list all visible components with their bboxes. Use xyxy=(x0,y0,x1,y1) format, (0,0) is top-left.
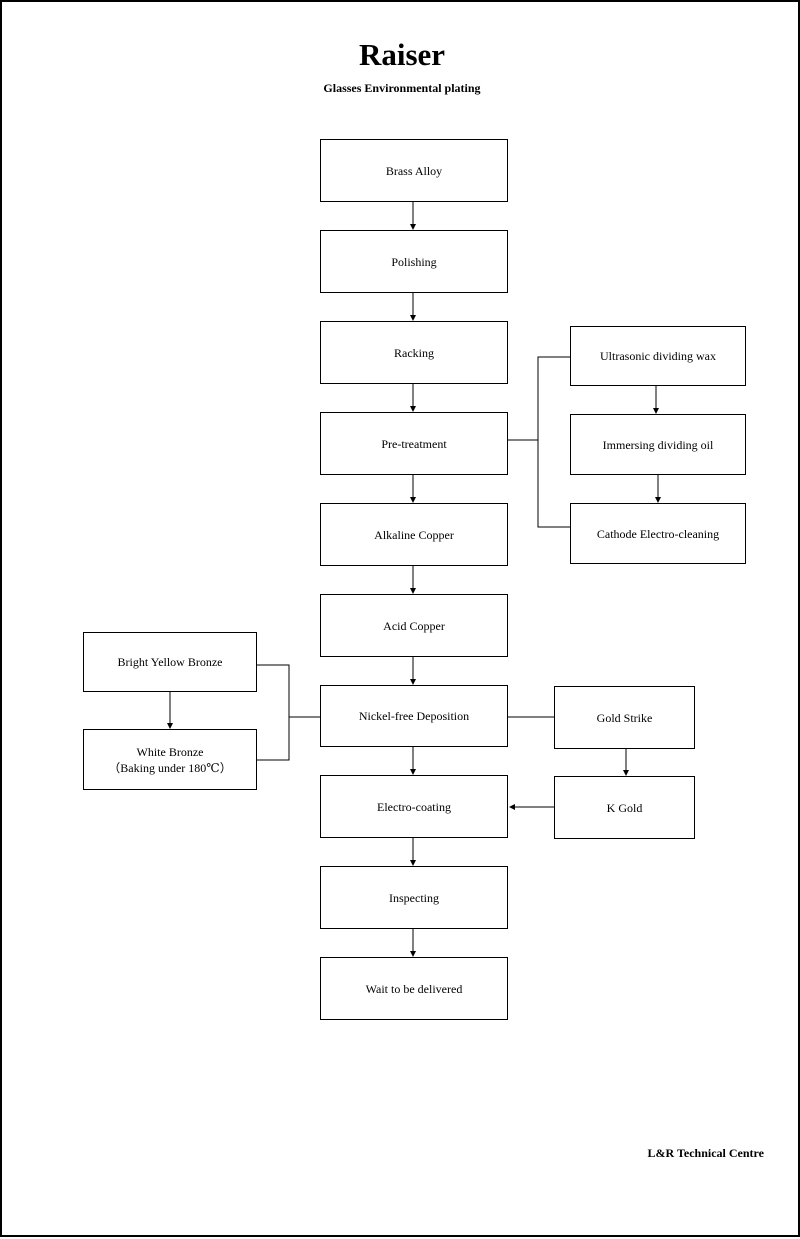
step-label: Polishing xyxy=(391,254,437,269)
step-nickel-free-deposition: Nickel-free Deposition xyxy=(320,685,508,747)
step-label: Racking xyxy=(394,345,434,360)
step-label: Pre-treatment xyxy=(381,436,447,451)
step-acid-copper: Acid Copper xyxy=(320,594,508,657)
step-note: （Baking under 180℃） xyxy=(108,760,232,775)
page-title: Raiser xyxy=(358,37,446,72)
page-subtitle: Glasses Environmental plating xyxy=(323,81,481,95)
step-white-bronze: White Bronze （Baking under 180℃） xyxy=(83,729,257,790)
step-alkaline-copper: Alkaline Copper xyxy=(320,503,508,566)
step-racking: Racking xyxy=(320,321,508,384)
step-label: White Bronze xyxy=(136,744,204,759)
step-ultrasonic-dividing-wax: Ultrasonic dividing wax xyxy=(570,326,746,386)
step-bright-yellow-bronze: Bright Yellow Bronze xyxy=(83,632,257,692)
footer-credit: L&R Technical Centre xyxy=(647,1146,764,1160)
step-cathode-electro-cleaning: Cathode Electro-cleaning xyxy=(570,503,746,564)
step-label: Nickel-free Deposition xyxy=(358,709,470,723)
step-label: Bright Yellow Bronze xyxy=(117,655,223,669)
step-label: Brass Alloy xyxy=(385,163,443,178)
step-gold-strike: Gold Strike xyxy=(554,686,695,749)
step-polishing: Polishing xyxy=(320,230,508,293)
step-pre-treatment: Pre-treatment xyxy=(320,412,508,475)
pretreatment-bracket xyxy=(537,356,570,528)
step-label: Cathode Electro-cleaning xyxy=(596,526,720,541)
step-label: Ultrasonic dividing wax xyxy=(600,349,716,363)
step-label: Immersing dividing oil xyxy=(602,437,714,452)
step-label: K Gold xyxy=(606,800,643,815)
step-inspecting: Inspecting xyxy=(320,866,508,929)
step-k-gold: K Gold xyxy=(554,776,695,839)
bronze-bracket xyxy=(256,664,290,761)
step-wait-to-be-delivered: Wait to be delivered xyxy=(320,957,508,1020)
step-label: Electro-coating xyxy=(377,799,451,814)
step-immersing-dividing-oil: Immersing dividing oil xyxy=(570,414,746,475)
step-electro-coating: Electro-coating xyxy=(320,775,508,838)
step-label: Alkaline Copper xyxy=(374,527,454,542)
step-label: Inspecting xyxy=(389,890,439,905)
step-label: Gold Strike xyxy=(596,710,653,725)
step-brass-alloy: Brass Alloy xyxy=(320,139,508,202)
step-label: Wait to be delivered xyxy=(365,981,463,996)
step-label: Acid Copper xyxy=(383,618,445,633)
